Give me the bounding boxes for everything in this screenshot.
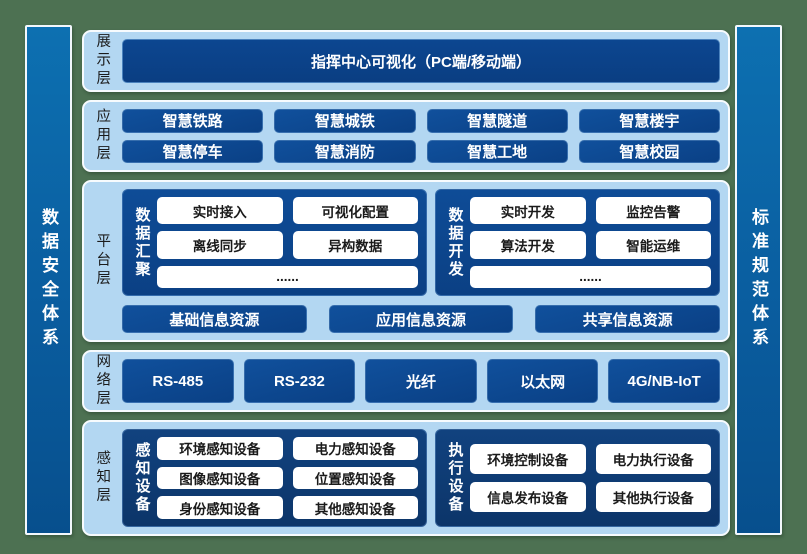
app-item-smart-construction: 智慧工地 — [426, 139, 568, 163]
pill-power-actuator: 电力执行设备 — [595, 444, 711, 475]
layer-panel-perception: 感知层 感知设备 环境感知设备 电力感知设备 图像感知设备 位置感知设备 身份感… — [82, 420, 730, 536]
pill-other-sensing: 其他感知设备 — [292, 496, 418, 519]
platform-resources-row: 基础信息资源 应用信息资源 共享信息资源 — [122, 305, 721, 333]
pill-realtime-access: 实时接入 — [157, 197, 283, 225]
application-grid: 智慧铁路 智慧城铁 智慧隧道 智慧楼宇 智慧停车 智慧消防 智慧工地 智慧校园 — [122, 109, 720, 163]
platform-group-data-aggregation: 数据汇聚 实时接入 可视化配置 离线同步 异构数据 ...... — [122, 189, 427, 296]
sensing-devices-title-col: 感知设备 — [127, 437, 157, 519]
layer-panel-network: 网络层 RS-485 RS-232 光纤 以太网 4G/NB-IoT — [82, 350, 730, 412]
pill-visual-config: 可视化配置 — [292, 197, 418, 225]
command-center-box: 指挥中心可视化（PC端/移动端） — [122, 39, 720, 83]
network-label-col: 网络层 — [84, 352, 120, 410]
sidebar-data-security: 数据安全体系 — [25, 25, 72, 535]
pill-offline-sync: 离线同步 — [157, 231, 283, 259]
perception-layer-label: 感知层 — [94, 450, 111, 506]
pill-info-publish: 信息发布设备 — [470, 481, 586, 512]
app-item-smart-metro: 智慧城铁 — [274, 109, 416, 133]
pill-algorithm-dev: 算法开发 — [470, 231, 586, 259]
app-item-smart-railway: 智慧铁路 — [122, 109, 264, 133]
actuator-devices-title-col: 执行设备 — [440, 437, 470, 519]
data-aggregation-grid: 实时接入 可视化配置 离线同步 异构数据 ...... — [157, 197, 418, 288]
data-development-title: 数据开发 — [446, 206, 464, 279]
net-item-ethernet: 以太网 — [486, 359, 599, 403]
application-layer-label: 应用层 — [94, 108, 111, 164]
sidebar-standards: 标准规范体系 — [735, 25, 782, 535]
layer-panel-platform: 平台层 数据汇聚 实时接入 可视化配置 离线同步 异构数据 ...... — [82, 180, 730, 342]
pill-env-sensing: 环境感知设备 — [157, 437, 283, 460]
presentation-layer-label: 展示层 — [94, 33, 111, 89]
app-item-smart-firefighting: 智慧消防 — [274, 139, 416, 163]
app-item-smart-tunnel: 智慧隧道 — [426, 109, 568, 133]
data-aggregation-title-col: 数据汇聚 — [127, 197, 157, 288]
sidebar-data-security-label: 数据安全体系 — [39, 208, 58, 352]
data-development-grid: 实时开发 监控告警 算法开发 智能运维 ...... — [470, 197, 711, 288]
layer-panel-presentation: 展示层 指挥中心可视化（PC端/移动端） — [82, 30, 730, 92]
app-item-smart-campus: 智慧校园 — [578, 139, 720, 163]
pill-intelligent-ops: 智能运维 — [595, 231, 711, 259]
actuator-devices-title: 执行设备 — [446, 442, 464, 514]
platform-content: 数据汇聚 实时接入 可视化配置 离线同步 异构数据 ...... 数据开发 — [120, 182, 728, 340]
pill-development-ellipsis: ...... — [470, 265, 711, 288]
pill-realtime-dev: 实时开发 — [470, 197, 586, 225]
application-content: 智慧铁路 智慧城铁 智慧隧道 智慧楼宇 智慧停车 智慧消防 智慧工地 智慧校园 — [120, 102, 728, 170]
pill-monitor-alert: 监控告警 — [595, 197, 711, 225]
network-content: RS-485 RS-232 光纤 以太网 4G/NB-IoT — [120, 352, 728, 410]
perception-label-col: 感知层 — [84, 422, 120, 534]
application-label-col: 应用层 — [84, 102, 120, 170]
pill-env-control: 环境控制设备 — [470, 444, 586, 475]
network-grid: RS-485 RS-232 光纤 以太网 4G/NB-IoT — [122, 359, 720, 403]
net-item-4g-nbiot: 4G/NB-IoT — [608, 359, 720, 403]
data-aggregation-title: 数据汇聚 — [133, 206, 151, 279]
app-item-smart-building: 智慧楼宇 — [578, 109, 720, 133]
resource-basic-info: 基础信息资源 — [122, 305, 307, 333]
platform-body: 数据汇聚 实时接入 可视化配置 离线同步 异构数据 ...... 数据开发 — [122, 189, 721, 333]
presentation-content: 指挥中心可视化（PC端/移动端） — [120, 32, 728, 90]
platform-group-data-development: 数据开发 实时开发 监控告警 算法开发 智能运维 ...... — [435, 189, 720, 296]
resource-shared-info: 共享信息资源 — [535, 305, 721, 333]
presentation-label-col: 展示层 — [84, 32, 120, 90]
net-item-fiber: 光纤 — [365, 359, 477, 403]
pill-identity-sensing: 身份感知设备 — [157, 496, 283, 519]
platform-groups-row: 数据汇聚 实时接入 可视化配置 离线同步 异构数据 ...... 数据开发 — [122, 189, 720, 296]
pill-heterogeneous-data: 异构数据 — [292, 231, 418, 259]
sidebar-standards-label: 标准规范体系 — [749, 208, 768, 352]
net-item-rs232: RS-232 — [243, 359, 356, 403]
net-item-rs485: RS-485 — [122, 359, 234, 403]
data-development-title-col: 数据开发 — [440, 197, 470, 288]
platform-layer-label: 平台层 — [94, 233, 111, 289]
resource-application-info: 应用信息资源 — [328, 305, 514, 333]
app-item-smart-parking: 智慧停车 — [122, 139, 264, 163]
pill-aggregation-ellipsis: ...... — [157, 265, 418, 288]
perception-group-sensing-devices: 感知设备 环境感知设备 电力感知设备 图像感知设备 位置感知设备 身份感知设备 … — [122, 429, 427, 527]
network-layer-label: 网络层 — [94, 353, 111, 409]
pill-location-sensing: 位置感知设备 — [292, 466, 418, 490]
perception-groups-row: 感知设备 环境感知设备 电力感知设备 图像感知设备 位置感知设备 身份感知设备 … — [122, 429, 720, 527]
sensing-devices-title: 感知设备 — [133, 442, 151, 514]
layer-panel-application: 应用层 智慧铁路 智慧城铁 智慧隧道 智慧楼宇 智慧停车 智慧消防 智慧工地 智… — [82, 100, 730, 172]
pill-image-sensing: 图像感知设备 — [157, 466, 283, 490]
pill-power-sensing: 电力感知设备 — [292, 437, 418, 460]
actuator-devices-grid: 环境控制设备 电力执行设备 信息发布设备 其他执行设备 — [470, 437, 711, 519]
perception-group-actuator-devices: 执行设备 环境控制设备 电力执行设备 信息发布设备 其他执行设备 — [435, 429, 720, 527]
perception-content: 感知设备 环境感知设备 电力感知设备 图像感知设备 位置感知设备 身份感知设备 … — [120, 422, 728, 534]
platform-label-col: 平台层 — [84, 182, 120, 340]
pill-other-actuator: 其他执行设备 — [595, 481, 711, 512]
sensing-devices-grid: 环境感知设备 电力感知设备 图像感知设备 位置感知设备 身份感知设备 其他感知设… — [157, 437, 418, 519]
